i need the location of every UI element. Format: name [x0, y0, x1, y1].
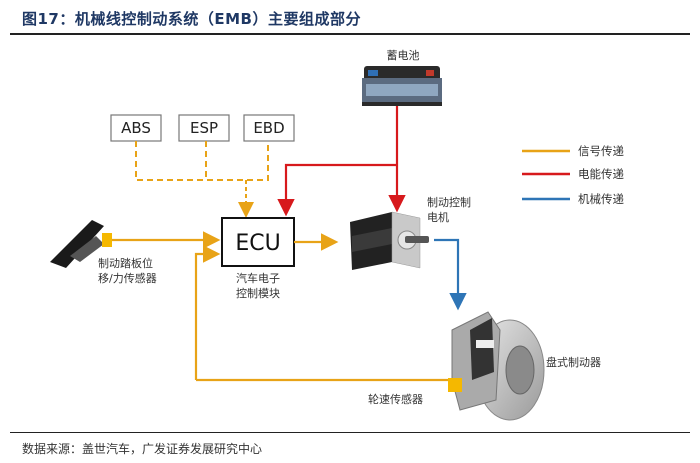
figure-title: 图17：机械线控制动系统（EMB）主要组成部分: [22, 10, 361, 28]
source-footnote: 数据来源：盖世汽车，广发证券发展研究中心: [22, 442, 263, 456]
disc-brake-label: 盘式制动器: [546, 355, 601, 369]
legend-item-power: 电能传递: [522, 167, 624, 181]
dashed-signal-lines: [135, 141, 269, 218]
motor-label-line2: 电机: [427, 210, 449, 224]
battery-label: 蓄电池: [387, 49, 420, 62]
legend-item-signal: 信号传递: [522, 144, 624, 158]
power-lines: [277, 106, 406, 217]
title-divider: [10, 33, 690, 35]
svg-text:电能传递: 电能传递: [578, 167, 624, 181]
ecu-label: ECU: [235, 231, 280, 256]
legend: 信号传递 电能传递 机械传递: [522, 144, 624, 206]
ebd-label: EBD: [253, 119, 284, 137]
ebd-box: EBD: [243, 114, 295, 142]
legend-item-mechanical: 机械传递: [522, 192, 624, 206]
mechanical-line: [434, 238, 467, 311]
svg-text:机械传递: 机械传递: [578, 192, 624, 206]
footnote-divider: [10, 432, 690, 433]
ecu-desc-line1: 汽车电子: [236, 271, 280, 285]
motor-label-line1: 制动控制: [427, 195, 471, 209]
wheel-speed-sensor-label: 轮速传感器: [368, 392, 423, 406]
abs-box: ABS: [110, 114, 162, 142]
esp-box: ESP: [178, 114, 230, 142]
ecu-box: ECU: [221, 217, 295, 267]
svg-text:信号传递: 信号传递: [578, 144, 624, 158]
abs-label: ABS: [121, 119, 151, 137]
brake-control-motor: [350, 211, 429, 270]
pedal-sensor-label-line2: 移/力传感器: [98, 272, 157, 285]
ecu-desc-line2: 控制模块: [236, 286, 280, 300]
esp-label: ESP: [190, 119, 218, 137]
battery: [362, 66, 442, 106]
brake-pedal: [50, 220, 112, 268]
disc-brake: [448, 311, 545, 421]
signal-lines: [112, 231, 448, 382]
pedal-sensor-label-line1: 制动踏板位: [98, 256, 153, 270]
